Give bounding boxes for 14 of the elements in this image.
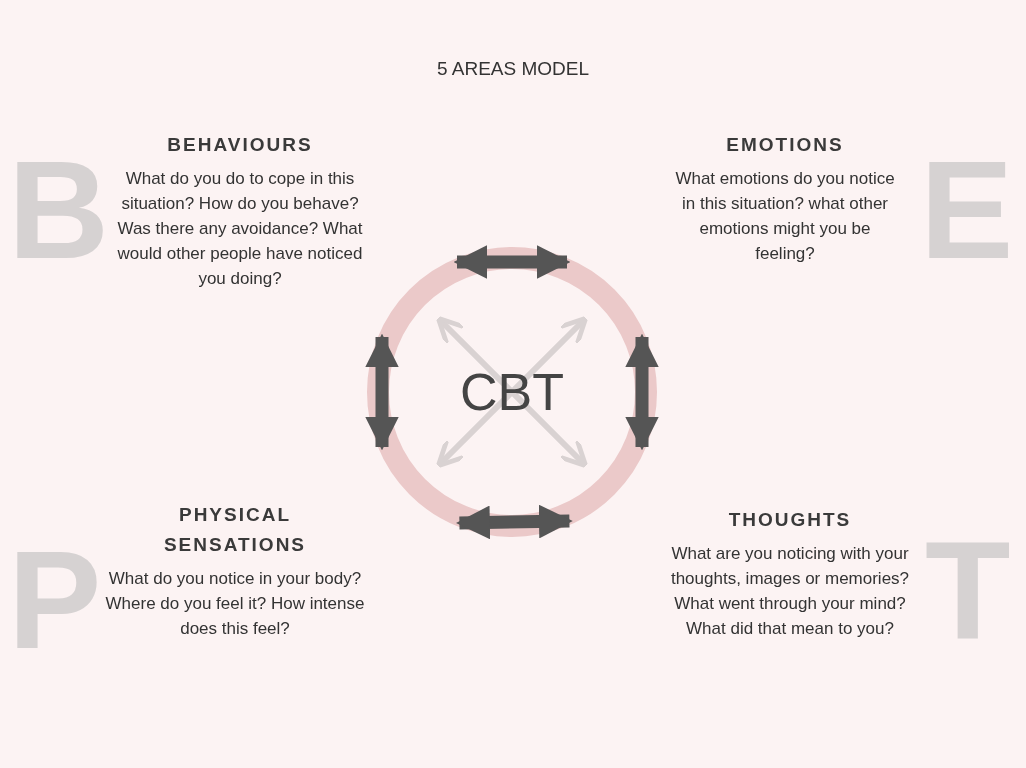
double-arrow — [365, 333, 399, 451]
area-description: What do you do to cope in this situation? How do you behave? Was there any avoidance? What would other people have noticed you doing? — [116, 168, 364, 290]
center-label: CBT — [459, 362, 565, 423]
area-heading: THOUGHTS — [728, 508, 852, 532]
double-arrow — [453, 245, 571, 279]
double-arrow — [456, 504, 573, 540]
area-heading: PHYSICAL SENSATIONS — [162, 503, 308, 557]
area-description: What emotions do you notice in this situation? what other emotions might you be feeling? — [674, 168, 896, 265]
area-heading: EMOTIONS — [726, 133, 844, 157]
double-arrow — [625, 333, 659, 451]
area-description: What are you noticing with your thoughts, images or memories? What went through your mind? What did that mean to you? — [669, 543, 911, 640]
area-heading: BEHAVIOURS — [167, 133, 313, 157]
area-description: What do you notice in your body? Where do you feel it? How intense does this feel? — [105, 568, 365, 640]
title: 5 AREAS MODEL — [435, 57, 591, 81]
